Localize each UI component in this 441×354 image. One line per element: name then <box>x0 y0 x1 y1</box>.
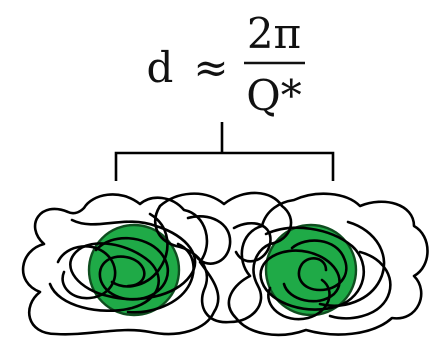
equation-denominator: Q* <box>246 71 301 120</box>
polymer-chain <box>227 192 429 337</box>
polymer-chain <box>267 278 331 321</box>
equation-relation: ≈ <box>193 43 228 92</box>
polymer-chain <box>186 215 272 265</box>
equation-lhs: d <box>147 43 174 92</box>
polymer-chain <box>259 226 366 311</box>
spacing-bracket <box>114 122 335 181</box>
polymer-chain <box>21 193 220 336</box>
polymer-chain <box>110 212 195 314</box>
polymer-chain <box>94 236 170 301</box>
polymer-chain <box>290 239 348 292</box>
polymer-chains <box>21 191 429 337</box>
polymer-chain <box>318 220 392 320</box>
polymer-chain <box>48 218 197 312</box>
spacing-equation: d ≈ 2π Q* <box>147 9 305 120</box>
equation-numerator: 2π <box>247 9 301 58</box>
polymer-chain <box>56 245 117 300</box>
